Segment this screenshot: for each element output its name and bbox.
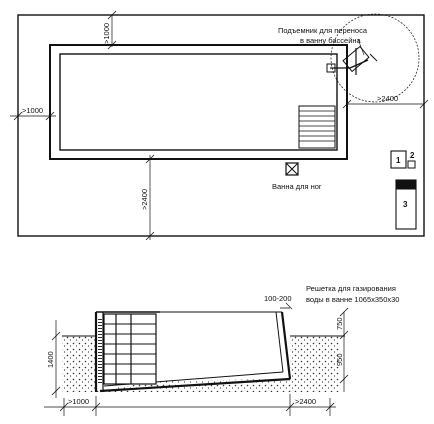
plan-dim-left-label: >1000	[22, 106, 43, 115]
plan-dim-right-label: >2400	[377, 94, 398, 103]
plan-dim-bottom-label: >2400	[140, 189, 149, 210]
section-dim-left-vertical	[51, 320, 61, 398]
lift-label-line2: в ванну бассейна	[300, 36, 362, 45]
equipment-2-label: 2	[410, 151, 415, 160]
section-view: Решетка для газирования воды в ванне 106…	[44, 284, 399, 416]
equipment-1	[390, 150, 407, 169]
pool-stairs-section	[98, 313, 157, 385]
grate-label-line1: Решетка для газирования	[306, 284, 396, 293]
section-dim-950: 950	[335, 353, 344, 366]
lift-label-line1: Подъемник для переноса	[278, 26, 368, 35]
section-dim-1400: 1400	[46, 351, 55, 368]
foot-bath	[285, 162, 299, 176]
pool-tank-section	[94, 311, 292, 393]
section-dim-top-range: 100-200	[264, 294, 292, 303]
equipment-3-label: 3	[403, 200, 408, 209]
pool-inner-edge	[59, 53, 338, 151]
room-outline	[17, 14, 425, 237]
plan-dim-left	[10, 111, 56, 121]
pool-outer-wall	[49, 44, 348, 160]
footbath-label: Ванна для ног	[272, 182, 322, 191]
grate-label-line2: воды в ванне 1065x350x30	[306, 295, 399, 304]
equipment-group: 1 2 3	[390, 150, 417, 230]
pool-lift	[326, 13, 420, 103]
aeration-grate-marker	[280, 302, 293, 310]
pool-stairs-plan	[298, 105, 336, 149]
section-dim-left-label: >1000	[68, 397, 89, 406]
section-dim-right-label: >2400	[295, 397, 316, 406]
section-dim-right-vertical	[339, 307, 349, 392]
equipment-1-label: 1	[396, 156, 401, 165]
equipment-2	[407, 160, 416, 169]
plan-view: Подъемник для переноса в ванну бассейна …	[10, 10, 429, 241]
plan-dim-bottom	[145, 154, 155, 241]
plan-dim-right	[342, 99, 429, 109]
section-dim-bottom	[44, 394, 336, 416]
section-dim-750: 750	[335, 317, 344, 330]
plan-dim-top	[107, 10, 150, 50]
plan-dim-top-label: >1000	[102, 23, 111, 44]
